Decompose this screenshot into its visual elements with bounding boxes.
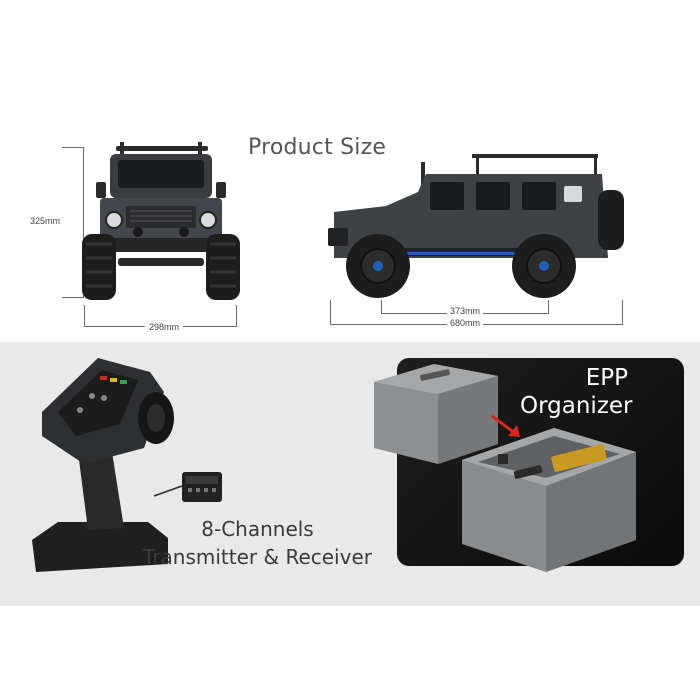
epp-organizer-caption-line1: EPP (585, 365, 628, 391)
car-front-view-image (82, 142, 240, 300)
product-size-title: Product Size (248, 135, 387, 160)
length-dimension-tick-left (330, 300, 331, 325)
height-dimension-line (83, 147, 84, 298)
length-dimension-tick-right (622, 300, 623, 325)
width-dimension-label: 298mm (145, 322, 184, 332)
transmitter-caption: 8-Channels Transmitter & Receiver (130, 515, 385, 571)
height-dimension-tick-bottom (62, 297, 84, 298)
transmitter-caption-line2: Transmitter & Receiver (143, 545, 372, 569)
arrow-icon (491, 414, 520, 437)
receiver-image (153, 472, 222, 502)
wheelbase-dimension-tick-left (381, 300, 382, 314)
height-dimension-tick-top (62, 147, 84, 148)
wheelbase-dimension-tick-right (548, 300, 549, 314)
transmitter-caption-line1: 8-Channels (201, 517, 314, 541)
epp-box-open-image (462, 428, 636, 572)
wheelbase-dimension-label: 373mm (447, 306, 484, 316)
height-dimension-label: 325mm (30, 216, 61, 226)
length-dimension-label: 680mm (447, 318, 484, 328)
transmitter-image (32, 358, 174, 572)
width-dimension-tick-right (236, 305, 237, 327)
epp-organizer-caption-line2: Organizer (520, 393, 633, 419)
width-dimension-tick-left (84, 305, 85, 327)
epp-organizer-caption: EPP Organizer (520, 364, 633, 420)
car-side-view-image (328, 154, 624, 298)
epp-box-closed-image (374, 364, 498, 464)
